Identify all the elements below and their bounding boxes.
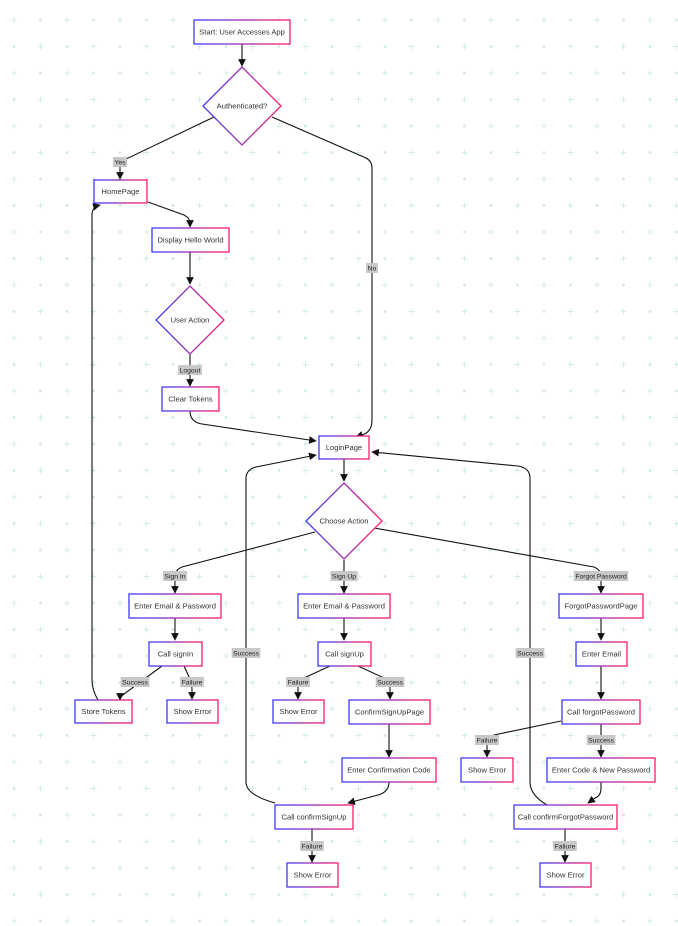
- svg-text:Show Error: Show Error: [468, 766, 506, 775]
- svg-text:ConfirmSignUpPage: ConfirmSignUpPage: [355, 708, 424, 717]
- svg-text:Enter Email: Enter Email: [582, 650, 622, 659]
- edge-confirmsignup-to-loginpage: [245, 452, 317, 804]
- svg-text:Show Error: Show Error: [174, 707, 212, 716]
- edge-storetokens-to-homepage: [91, 202, 101, 701]
- node-call-forgot-password: Call forgotPassword: [561, 699, 641, 725]
- svg-text:Enter Confirmation Code: Enter Confirmation Code: [347, 766, 431, 775]
- node-enter-confirmation-code: Enter Confirmation Code: [341, 757, 437, 783]
- nodes: Start: User Accesses App Authenticated? …: [74, 19, 656, 888]
- edge-label-signin-success: Success: [120, 677, 150, 687]
- svg-text:No: No: [368, 265, 377, 272]
- edge-label-confirm-forgot-failure: Failure: [553, 841, 577, 851]
- svg-text:Choose Action: Choose Action: [320, 517, 369, 526]
- node-confirm-signup-page: ConfirmSignUpPage: [348, 699, 431, 725]
- svg-text:Failure: Failure: [302, 843, 323, 850]
- edge-label-logout: Logout: [178, 365, 202, 375]
- svg-text:Enter Email & Password: Enter Email & Password: [303, 602, 385, 611]
- edge-chooseaction-to-forgot: [373, 527, 605, 594]
- node-show-error-signup: Show Error: [272, 699, 325, 724]
- edge-confirmforgot-to-loginpage: [371, 448, 548, 806]
- svg-text:Success: Success: [377, 679, 403, 686]
- svg-text:Enter Code & New Password: Enter Code & New Password: [552, 766, 650, 775]
- edge-label-sign-up: Sign Up: [330, 571, 358, 581]
- edge-label-yes: Yes: [112, 157, 128, 167]
- node-forgot-password-page: ForgotPasswordPage: [558, 593, 644, 619]
- edge-label-forgot-password: Forgot Password: [573, 571, 629, 581]
- node-store-tokens: Store Tokens: [74, 699, 133, 724]
- svg-text:Logout: Logout: [180, 367, 201, 374]
- svg-text:Show Error: Show Error: [547, 871, 585, 880]
- svg-text:Authenticated?: Authenticated?: [217, 102, 268, 111]
- svg-text:Display Hello World: Display Hello World: [157, 236, 223, 245]
- edge-authenticated-to-loginpage: [271, 116, 373, 439]
- edge-entercode-to-callconfirmsignup: [347, 781, 390, 805]
- node-choose-action: Choose Action: [305, 482, 383, 560]
- svg-text:Success: Success: [122, 679, 148, 686]
- svg-text:Forgot Password: Forgot Password: [575, 573, 627, 580]
- svg-text:Sign In: Sign In: [164, 573, 185, 580]
- svg-text:Failure: Failure: [288, 679, 309, 686]
- node-start: Start: User Accesses App: [193, 19, 291, 45]
- node-show-error-confirm-forgot: Show Error: [539, 862, 592, 888]
- edge-cleartokens-to-loginpage: [189, 410, 317, 444]
- edge-label-confirm-signup-success: Success: [231, 648, 261, 658]
- edge-label-sign-in: Sign In: [162, 571, 188, 581]
- node-display-hello-world: Display Hello World: [151, 227, 230, 253]
- edge-entercodenew-to-callconfirmforgot: [587, 782, 602, 804]
- edge-homepage-to-display: [147, 201, 194, 228]
- svg-text:Show Error: Show Error: [294, 871, 332, 880]
- edges: [91, 44, 605, 863]
- svg-text:Show Error: Show Error: [280, 707, 318, 716]
- svg-text:Call confirmSignUp: Call confirmSignUp: [282, 813, 347, 822]
- node-call-confirm-signup: Call confirmSignUp: [274, 804, 354, 830]
- edge-label-no: No: [366, 263, 378, 273]
- node-show-error-forgot: Show Error: [460, 757, 514, 783]
- edge-label-forgot-failure: Failure: [475, 735, 499, 745]
- svg-text:Start: User Accesses App: Start: User Accesses App: [199, 28, 285, 37]
- svg-text:Yes: Yes: [114, 159, 126, 166]
- node-enter-email: Enter Email: [575, 641, 628, 667]
- edge-label-confirm-signup-failure: Failure: [300, 841, 324, 851]
- svg-text:Store Tokens: Store Tokens: [81, 707, 125, 716]
- svg-text:HomePage: HomePage: [102, 187, 140, 196]
- svg-text:Call signIn: Call signIn: [158, 650, 193, 659]
- node-show-error-confirm-signup: Show Error: [286, 862, 339, 888]
- svg-text:ForgotPasswordPage: ForgotPasswordPage: [564, 602, 637, 611]
- node-call-signup: Call signUp: [317, 641, 372, 667]
- node-call-signin: Call signIn: [148, 641, 203, 667]
- edge-chooseaction-to-signin: [171, 531, 316, 594]
- node-homepage: HomePage: [93, 179, 148, 204]
- node-enter-email-password-signup: Enter Email & Password: [297, 593, 391, 619]
- edge-label-signup-failure: Failure: [286, 677, 310, 687]
- node-clear-tokens: Clear Tokens: [161, 386, 220, 412]
- svg-text:Enter Email & Password: Enter Email & Password: [134, 602, 216, 611]
- node-login-page: LoginPage: [318, 435, 370, 460]
- node-user-action: User Action: [155, 285, 225, 355]
- edge-labels: Yes No Logout Sign In Sign Up Forgot Pas…: [112, 157, 629, 851]
- svg-text:Failure: Failure: [182, 679, 203, 686]
- edge-label-signin-failure: Failure: [180, 677, 204, 687]
- svg-text:Success: Success: [233, 650, 259, 657]
- svg-text:Sign Up: Sign Up: [332, 573, 356, 580]
- node-call-confirm-forgot-password: Call confirmForgotPassword: [513, 804, 618, 830]
- node-enter-email-password-signin: Enter Email & Password: [128, 593, 222, 619]
- edge-label-forgot-success: Success: [586, 735, 616, 745]
- svg-text:Failure: Failure: [477, 737, 498, 744]
- svg-text:Success: Success: [588, 737, 614, 744]
- svg-text:Clear Tokens: Clear Tokens: [168, 395, 212, 404]
- edge-label-signup-success: Success: [375, 677, 405, 687]
- svg-text:Success: Success: [517, 650, 543, 657]
- svg-text:Call forgotPassword: Call forgotPassword: [567, 708, 635, 717]
- svg-text:User Action: User Action: [171, 316, 210, 325]
- svg-text:LoginPage: LoginPage: [326, 443, 362, 452]
- node-authenticated: Authenticated?: [202, 66, 282, 146]
- svg-text:Failure: Failure: [555, 843, 576, 850]
- svg-text:Call signUp: Call signUp: [325, 650, 364, 659]
- node-enter-code-new-password: Enter Code & New Password: [546, 757, 656, 783]
- edge-label-confirm-forgot-success: Success: [515, 648, 545, 658]
- svg-text:Call confirmForgotPassword: Call confirmForgotPassword: [518, 813, 613, 822]
- node-show-error-signin: Show Error: [166, 699, 219, 724]
